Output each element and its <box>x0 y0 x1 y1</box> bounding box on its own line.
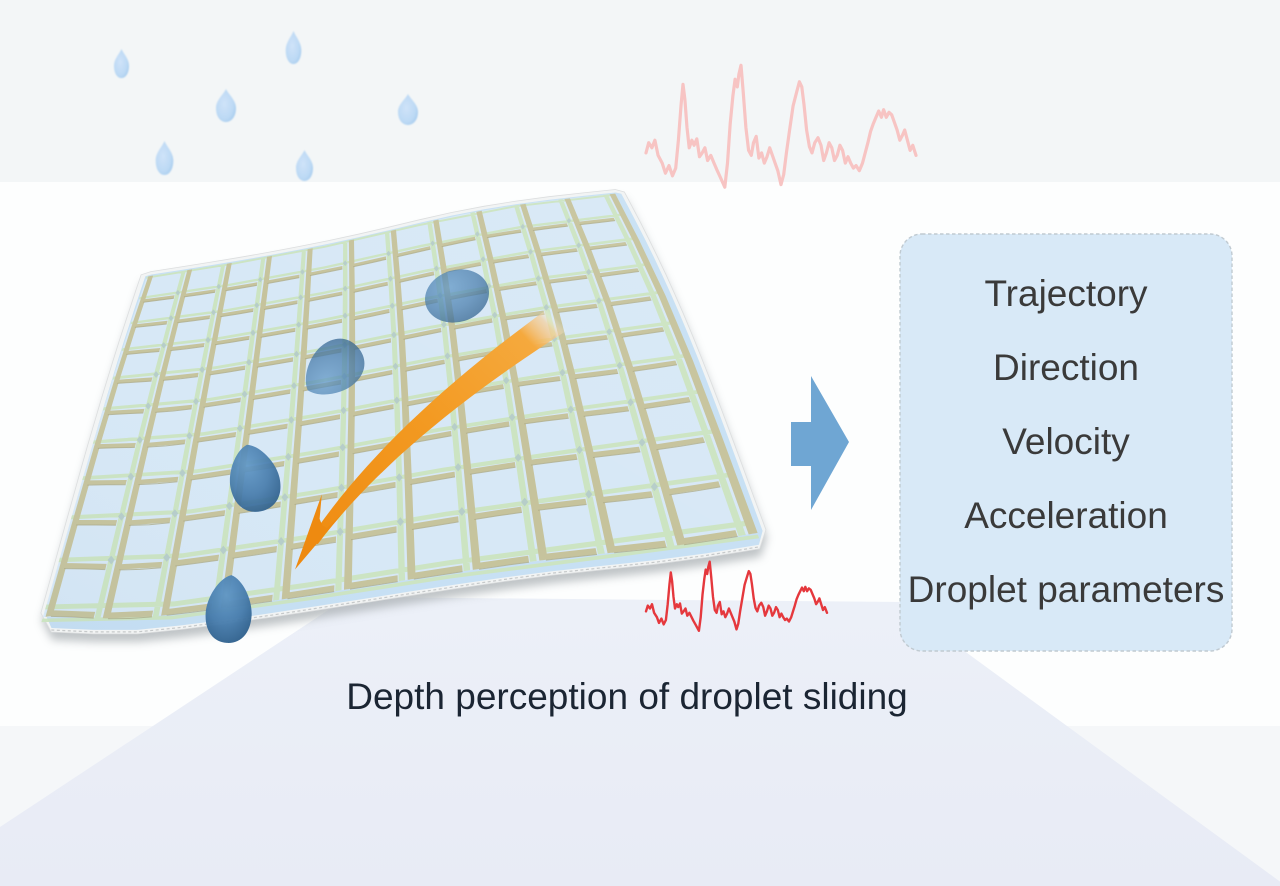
svg-text:Velocity: Velocity <box>1002 421 1130 462</box>
svg-text:Direction: Direction <box>993 347 1139 388</box>
svg-text:Droplet parameters: Droplet parameters <box>908 569 1225 610</box>
svg-text:Depth perception of droplet sl: Depth perception of droplet sliding <box>346 676 908 717</box>
svg-text:Trajectory: Trajectory <box>984 273 1148 314</box>
svg-text:Acceleration: Acceleration <box>964 495 1168 536</box>
